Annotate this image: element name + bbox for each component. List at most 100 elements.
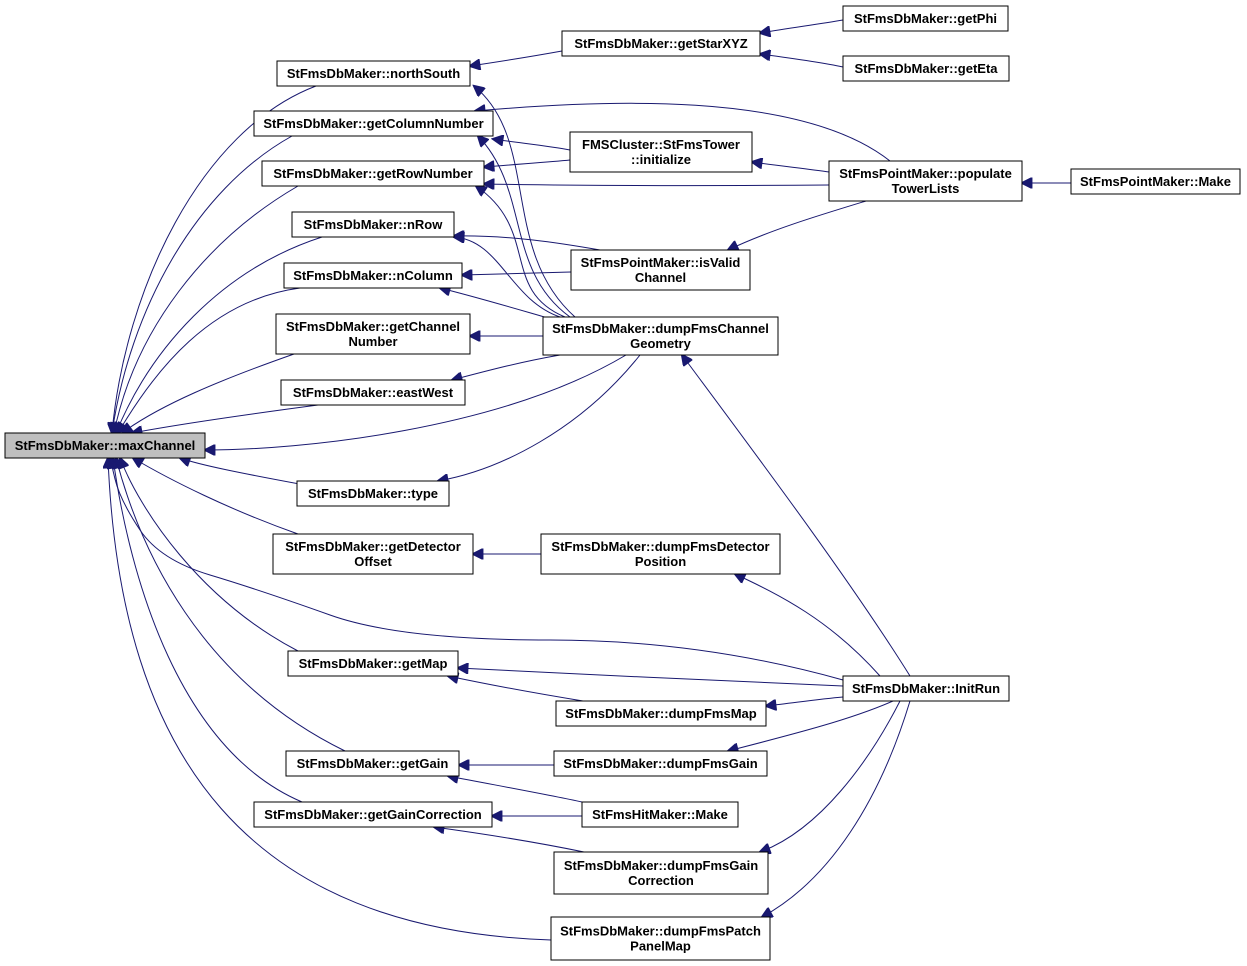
- edge-populateTowerLists-to-fmsTowerInit: [752, 162, 830, 173]
- edge-hitMakerMake-to-getGain: [448, 776, 583, 803]
- node-label: StFmsDbMaker::dumpFmsPatch: [560, 924, 761, 939]
- node-getMap[interactable]: StFmsDbMaker::getMap: [287, 650, 459, 677]
- node-box: [550, 916, 771, 961]
- node-label: StFmsDbMaker::dumpFmsDetector: [551, 539, 769, 554]
- edge-populateTowerLists-to-isValidChannel: [728, 200, 867, 250]
- node-box: [842, 5, 1009, 32]
- node-label: StFmsHitMaker::Make: [592, 807, 728, 822]
- node-label: StFmsDbMaker::nColumn: [293, 268, 453, 283]
- node-label: Geometry: [630, 336, 691, 351]
- node-box: [272, 533, 474, 575]
- edge-getStarXYZ-to-northSouth: [470, 50, 563, 66]
- node-label: StFmsDbMaker::getDetector: [285, 539, 461, 554]
- node-label: PanelMap: [630, 939, 691, 954]
- edge-getEta-to-getStarXYZ: [760, 54, 844, 68]
- node-box: [287, 650, 459, 677]
- node-maxChannel: StFmsDbMaker::maxChannel: [4, 432, 206, 459]
- node-getStarXYZ[interactable]: StFmsDbMaker::getStarXYZ: [561, 30, 761, 57]
- node-dumpFmsMap[interactable]: StFmsDbMaker::dumpFmsMap: [555, 700, 767, 727]
- node-label: StFmsDbMaker::dumpFmsGain: [564, 858, 758, 873]
- node-label: StFmsDbMaker::eastWest: [293, 385, 454, 400]
- node-label: Position: [635, 554, 686, 569]
- edge-dumpFmsChannelGeometry-to-getColumnNumber: [478, 136, 571, 318]
- node-fmsTowerInit[interactable]: FMSCluster::StFmsTower::initialize: [569, 131, 753, 173]
- node-box: [276, 60, 471, 87]
- node-label: StFmsDbMaker::nRow: [304, 217, 444, 232]
- edge-getRowNumber-to-maxChannel: [114, 185, 299, 433]
- node-type[interactable]: StFmsDbMaker::type: [296, 480, 450, 507]
- edge-dumpFmsPatchPanelMap-to-maxChannel: [108, 458, 552, 941]
- edge-initRun-to-dumpFmsPatchPanelMap: [762, 700, 911, 917]
- node-label: StFmsDbMaker::getChannel: [286, 319, 460, 334]
- node-box: [540, 533, 781, 575]
- node-getPhi[interactable]: StFmsDbMaker::getPhi: [842, 5, 1009, 32]
- node-label: StFmsDbMaker::getGain: [297, 756, 449, 771]
- node-box: [253, 801, 493, 828]
- edge-initRun-to-dumpFmsChannelGeometry: [682, 355, 911, 677]
- node-getGain[interactable]: StFmsDbMaker::getGain: [285, 750, 460, 777]
- edge-getMap-to-maxChannel: [120, 458, 299, 652]
- node-box: [253, 110, 494, 137]
- node-label: StFmsDbMaker::InitRun: [852, 681, 1000, 696]
- edge-populateTowerLists-to-getColumnNumber: [475, 102, 891, 162]
- node-nColumn[interactable]: StFmsDbMaker::nColumn: [283, 262, 463, 289]
- edge-dumpFmsChannelGeometry-to-type: [438, 354, 641, 481]
- node-label: StFmsDbMaker::getColumnNumber: [263, 116, 483, 131]
- node-layer: StFmsDbMaker::maxChannel StFmsDbMaker::no…: [4, 5, 1241, 961]
- edge-initRun-to-maxChannel: [110, 458, 844, 681]
- node-getRowNumber[interactable]: StFmsDbMaker::getRowNumber: [261, 160, 485, 187]
- node-northSouth[interactable]: StFmsDbMaker::northSouth: [276, 60, 471, 87]
- node-initRun[interactable]: StFmsDbMaker::InitRun: [842, 675, 1010, 702]
- node-label: Channel: [635, 270, 686, 285]
- edge-dumpFmsChannelGeometry-to-nRow: [454, 237, 561, 318]
- edge-getGainCorrection-to-maxChannel: [113, 458, 303, 803]
- edge-northSouth-to-maxChannel: [112, 85, 317, 433]
- node-label: StFmsPointMaker::isValid: [581, 255, 741, 270]
- edge-type-to-maxChannel: [180, 458, 306, 486]
- edge-initRun-to-dumpFmsGain: [728, 700, 894, 751]
- edge-dumpFmsGainCorrection-to-getGainCorrection: [434, 827, 585, 853]
- node-dumpFmsGain[interactable]: StFmsDbMaker::dumpFmsGain: [553, 750, 768, 777]
- node-label: StFmsDbMaker::dumpFmsMap: [565, 706, 756, 721]
- node-box: [1070, 168, 1241, 195]
- edge-getPhi-to-getStarXYZ: [760, 19, 844, 33]
- edge-initRun-to-getMap: [458, 668, 844, 687]
- node-box: [553, 750, 768, 777]
- node-label: StFmsDbMaker::getMap: [299, 656, 448, 671]
- edge-getColumnNumber-to-maxChannel: [112, 135, 293, 433]
- edge-fmsTowerInit-to-getRowNumber: [484, 159, 571, 167]
- node-eastWest[interactable]: StFmsDbMaker::eastWest: [280, 379, 466, 406]
- node-label: StFmsDbMaker::getEta: [854, 61, 998, 76]
- edge-initRun-to-dumpFmsMap: [766, 696, 844, 706]
- node-label: StFmsDbMaker::getPhi: [854, 11, 997, 26]
- edge-nColumn-to-maxChannel: [118, 287, 301, 433]
- node-label: Offset: [354, 554, 392, 569]
- node-label: StFmsDbMaker::maxChannel: [15, 438, 196, 453]
- node-label: StFmsDbMaker::getGainCorrection: [264, 807, 481, 822]
- edge-nRow-to-maxChannel: [116, 236, 323, 433]
- node-box: [561, 30, 761, 57]
- node-box: [581, 801, 739, 828]
- node-hitMakerMake[interactable]: StFmsHitMaker::Make: [581, 801, 739, 828]
- node-label: StFmsDbMaker::getRowNumber: [273, 166, 472, 181]
- node-label: StFmsDbMaker::dumpFmsChannel: [552, 321, 769, 336]
- node-getColumnNumber[interactable]: StFmsDbMaker::getColumnNumber: [253, 110, 494, 137]
- node-box: [842, 675, 1010, 702]
- node-pointMakerMake[interactable]: StFmsPointMaker::Make: [1070, 168, 1241, 195]
- node-getGainCorrection[interactable]: StFmsDbMaker::getGainCorrection: [253, 801, 493, 828]
- edge-dumpFmsChannelGeometry-to-eastWest: [452, 354, 561, 380]
- node-getEta[interactable]: StFmsDbMaker::getEta: [842, 55, 1010, 82]
- edge-eastWest-to-maxChannel: [132, 404, 319, 433]
- edge-fmsTowerInit-to-getColumnNumber: [493, 139, 571, 151]
- edge-dumpFmsChannelGeometry-to-maxChannel: [205, 354, 627, 450]
- node-nRow[interactable]: StFmsDbMaker::nRow: [291, 211, 455, 238]
- edge-layer: [108, 19, 1071, 941]
